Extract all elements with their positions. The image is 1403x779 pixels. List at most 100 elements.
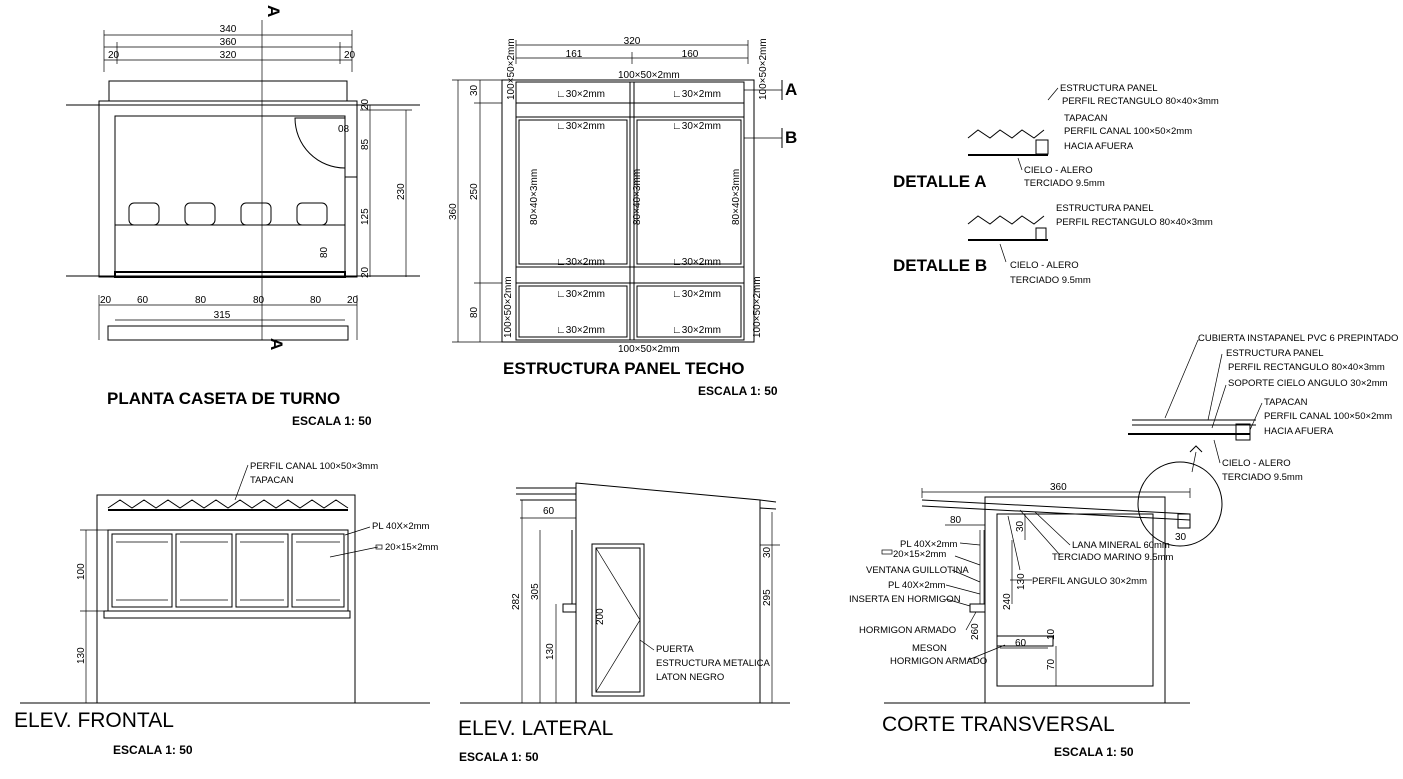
detail-b-note-4: TERCIADO 9.5mm	[1010, 275, 1091, 286]
lateral-note-3: LATON NEGRO	[656, 672, 724, 683]
roof-dim-80: 80	[469, 306, 480, 318]
section-detail-note-2: ESTRUCTURA PANEL	[1226, 348, 1323, 359]
plan-title: PLANTA CASETA DE TURNO	[107, 389, 340, 408]
section-detail-note-4: SOPORTE CIELO ANGULO 30×2mm	[1228, 378, 1388, 389]
lateral-scale: ESCALA 1: 50	[459, 750, 539, 764]
front-dim-100: 100	[76, 563, 87, 580]
detail-b-note-2: PERFIL RECTANGULO 80×40×3mm	[1056, 217, 1213, 228]
front-elevation: 100 130 PERFIL CANAL 100×50×3mm TAPACAN …	[14, 461, 438, 757]
lateral-dim-30: 30	[762, 546, 773, 558]
plan-dim-20-left: 20	[108, 50, 120, 61]
plan-dim-80-b: 80	[253, 295, 265, 306]
cross-note-4: PL 40X×2mm	[888, 580, 946, 591]
plan-dim-85: 85	[360, 138, 371, 150]
roof-mark-a: A	[785, 80, 797, 99]
roof-angle-9: ∟30×2mm	[556, 325, 605, 336]
cross-dim-10: 10	[1046, 628, 1057, 640]
roof-beam-top: 100×50×2mm	[618, 70, 680, 81]
cross-note-11: PERFIL ANGULO 30×2mm	[1032, 576, 1147, 587]
front-note-2: TAPACAN	[250, 475, 294, 486]
section-detail-note-7: HACIA AFUERA	[1264, 426, 1334, 437]
section-detail-note-3: PERFIL RECTANGULO 80×40×3mm	[1228, 362, 1385, 373]
roof-angle-5: ∟30×2mm	[556, 257, 605, 268]
section-detail-note-1: CUBIERTA INSTAPANEL PVC 6 PREPINTADO	[1198, 333, 1398, 344]
cross-note-1: PL 40X×2mm	[900, 539, 958, 550]
lateral-dim-60: 60	[543, 506, 555, 517]
detail-b-title: DETALLE B	[893, 256, 987, 275]
cross-dim-240: 240	[1002, 593, 1013, 610]
lateral-note-2: ESTRUCTURA METALICA	[656, 658, 771, 669]
detail-a-note-7: TERCIADO 9.5mm	[1024, 178, 1105, 189]
roof-beam-bottom: 100×50×2mm	[618, 344, 680, 355]
lateral-dim-200: 200	[595, 608, 606, 625]
roof-angle-6: ∟30×2mm	[672, 257, 721, 268]
plan-dim-230: 230	[396, 183, 407, 200]
roof-rect-1: 80×40×3mm	[529, 169, 540, 225]
roof-dim-30: 30	[469, 84, 480, 96]
lateral-dim-305: 305	[530, 583, 541, 600]
roof-beam-left-1: 100×50×2mm	[506, 38, 517, 100]
roof-angle-1: ∟30×2mm	[556, 89, 605, 100]
section-detail-note-9: TERCIADO 9.5mm	[1222, 472, 1303, 483]
plan-dim-315: 315	[214, 310, 231, 321]
detail-a-note-1: ESTRUCTURA PANEL	[1060, 83, 1157, 94]
plan-dim-20-vertical-bottom: 20	[360, 266, 371, 278]
roof-rect-3: 80×40×3mm	[731, 169, 742, 225]
cross-dim-30: 30	[1015, 520, 1026, 532]
detail-b-note-1: ESTRUCTURA PANEL	[1056, 203, 1153, 214]
cross-dim-360: 360	[1050, 482, 1067, 493]
roof-structure-view: 320 161 160 100×50×2mm 100×50×2mm ∟30×2m…	[448, 36, 797, 398]
roof-angle-2: ∟30×2mm	[672, 89, 721, 100]
lateral-title: ELEV. LATERAL	[458, 717, 613, 740]
cross-dim-80: 80	[950, 515, 962, 526]
detail-a-title: DETALLE A	[893, 172, 987, 191]
plan-dim-340: 340	[220, 24, 237, 35]
plan-section-mark-bottom: A	[267, 338, 286, 350]
plan-dim-60: 60	[137, 295, 149, 306]
detail-a-note-5: HACIA AFUERA	[1064, 141, 1134, 152]
plan-section-mark-top: A	[264, 5, 283, 17]
plan-dim-320: 320	[220, 50, 237, 61]
roof-angle-10: ∟30×2mm	[672, 325, 721, 336]
cross-note-10: TERCIADO MARINO 9.5mm	[1052, 552, 1173, 563]
lateral-dim-130: 130	[545, 643, 556, 660]
plan-dim-08: 08	[338, 124, 350, 135]
cross-note-9: LANA MINERAL 60mm	[1072, 540, 1170, 551]
plan-view: 340 360 320 20 20 08 A A 85 125 23	[66, 5, 420, 428]
cross-dim-70: 70	[1046, 658, 1057, 670]
lateral-note-1: PUERTA	[656, 644, 694, 655]
front-title: ELEV. FRONTAL	[14, 709, 174, 732]
roof-beam-right-1: 100×50×2mm	[758, 38, 769, 100]
plan-dim-80-vertical: 80	[319, 246, 330, 258]
roof-dim-360: 360	[448, 203, 459, 220]
roof-scale: ESCALA 1: 50	[698, 384, 778, 398]
cross-note-7: MESON	[912, 643, 947, 654]
section-detail-note-6: PERFIL CANAL 100×50×2mm	[1264, 411, 1392, 422]
front-note-4: 20×15×2mm	[385, 542, 438, 553]
roof-dim-161: 161	[566, 49, 583, 60]
cross-dim-60: 60	[1015, 638, 1027, 649]
detail-b: ESTRUCTURA PANEL PERFIL RECTANGULO 80×40…	[893, 203, 1213, 286]
plan-dim-20-right: 20	[344, 50, 356, 61]
detail-a-note-6: CIELO - ALERO	[1024, 165, 1093, 176]
roof-rect-2: 80×40×3mm	[632, 169, 643, 225]
cross-dim-260: 260	[970, 623, 981, 640]
section-detail-note-5: TAPACAN	[1264, 397, 1308, 408]
cross-note-6: HORMIGON ARMADO	[859, 625, 956, 636]
cross-note-3: VENTANA GUILLOTINA	[866, 565, 969, 576]
cross-scale: ESCALA 1: 50	[1054, 745, 1134, 759]
detail-a-note-4: PERFIL CANAL 100×50×2mm	[1064, 126, 1192, 137]
roof-dim-250: 250	[469, 183, 480, 200]
plan-scale: ESCALA 1: 50	[292, 414, 372, 428]
section-detail-note-8: CIELO - ALERO	[1222, 458, 1291, 469]
section-roof-detail: CUBIERTA INSTAPANEL PVC 6 PREPINTADO EST…	[1128, 333, 1398, 483]
roof-title: ESTRUCTURA PANEL TECHO	[503, 359, 744, 378]
lateral-dim-295: 295	[762, 589, 773, 606]
plan-dim-20-bottom-left: 20	[100, 295, 112, 306]
cross-note-8: HORMIGON ARMADO	[890, 656, 987, 667]
roof-angle-7: ∟30×2mm	[556, 289, 605, 300]
lateral-dim-282: 282	[511, 593, 522, 610]
cross-dim-130: 130	[1016, 573, 1027, 590]
front-dim-130: 130	[76, 647, 87, 664]
roof-angle-3: ∟30×2mm	[556, 121, 605, 132]
